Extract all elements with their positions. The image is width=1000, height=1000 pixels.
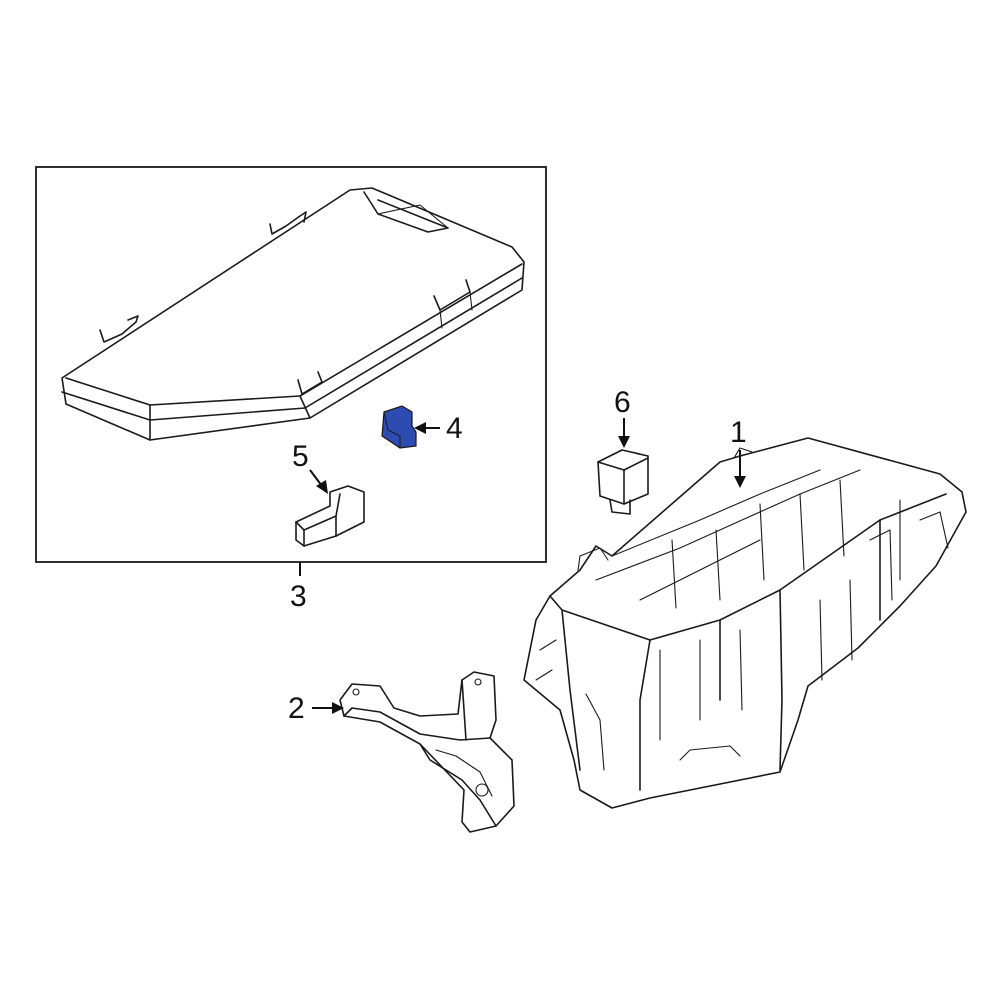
- fuse-box-cover[interactable]: [61, 187, 525, 441]
- callout-number-4: 4: [446, 412, 463, 445]
- fuse-box-housing[interactable]: [523, 437, 967, 809]
- callout-number-2: 2: [288, 692, 305, 725]
- clip-part-highlight[interactable]: [381, 405, 417, 449]
- callout-arrow-1: [734, 450, 746, 488]
- relay[interactable]: [597, 449, 649, 515]
- callout-number-3: 3: [290, 580, 307, 613]
- callout-number-1: 1: [730, 416, 747, 449]
- callout-number-5: 5: [292, 440, 309, 473]
- callout-arrow-5: [309, 469, 328, 494]
- mounting-bracket[interactable]: [339, 671, 515, 833]
- fuse-puller[interactable]: [295, 485, 365, 547]
- callout-arrow-4: [414, 422, 440, 434]
- callout-arrow-2: [312, 702, 344, 714]
- cover-assembly-frame: [35, 166, 547, 563]
- callout-number-6: 6: [614, 386, 631, 419]
- callout-arrow-6: [618, 418, 630, 448]
